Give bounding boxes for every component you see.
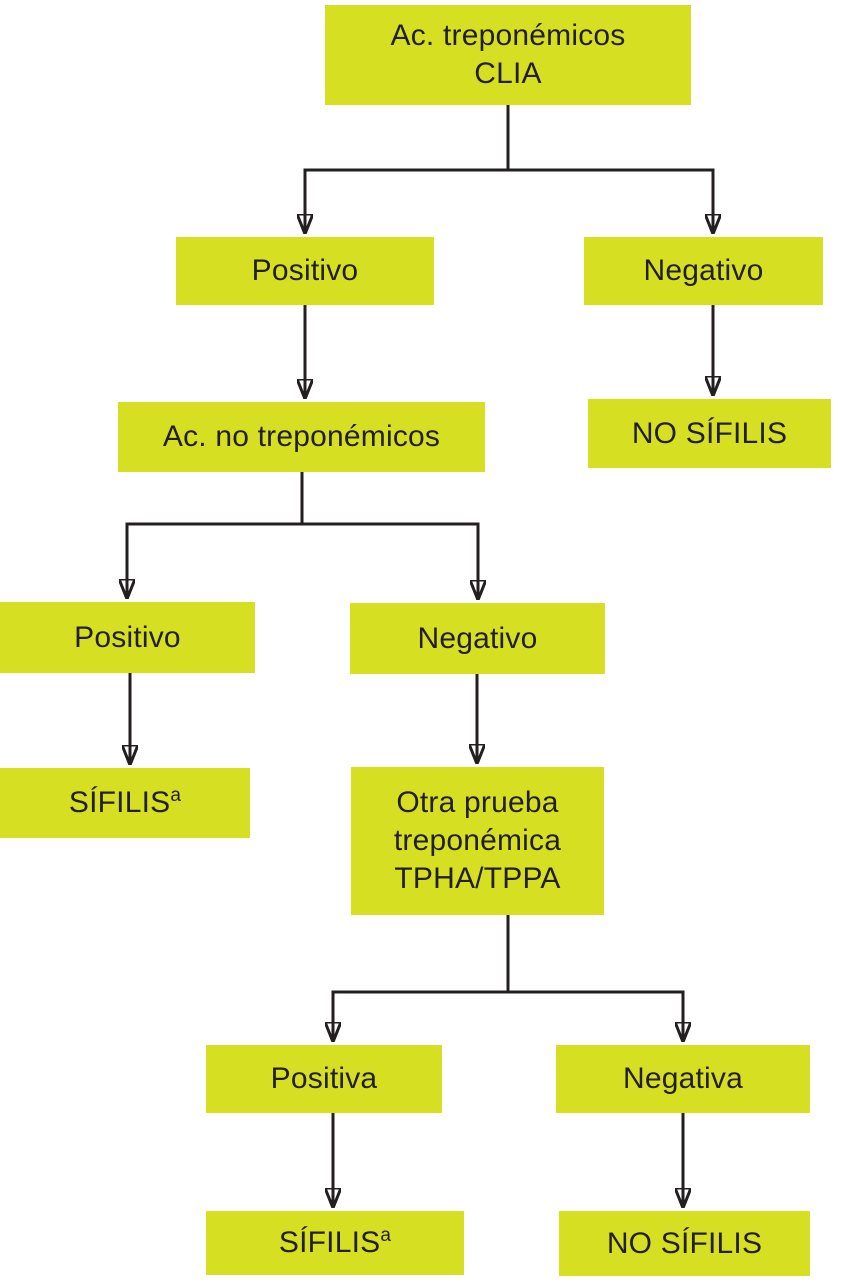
node-label-line1: Otra prueba [396, 786, 559, 819]
edge-ac-no-treponemicos-to-negativo2 [302, 522, 478, 599]
node-positiva: Positiva [206, 1045, 442, 1113]
node-label-line1: Ac. treponémicos [390, 19, 626, 52]
node-label: SÍFILISa [68, 785, 182, 819]
node-label: Positiva [270, 1062, 378, 1095]
edge-otra-prueba-to-positiva [333, 990, 508, 1041]
node-no-sifilis-2: NO SÍFILIS [559, 1211, 810, 1276]
node-sifilis-2: SÍFILISa [206, 1211, 464, 1275]
node-label-line3: TPHA/TPPA [394, 862, 561, 895]
edge-root-to-positivo1 [305, 168, 508, 233]
node-label: Negativo [417, 621, 538, 655]
footnote-marker: a [380, 1225, 392, 1246]
edge-otra-prueba-to-negativa [508, 990, 683, 1041]
node-ac-no-treponemicos: Ac. no treponémicos [118, 402, 485, 472]
footnote-marker: a [170, 785, 182, 806]
edge-ac-no-treponemicos-to-positivo2 [127, 522, 302, 598]
node-label: NO SÍFILIS [606, 1226, 763, 1260]
node-label: Positivo [74, 620, 181, 654]
node-positivo-1: Positivo [176, 237, 434, 305]
node-label: Ac. no treponémicos [162, 420, 441, 453]
node-label: Negativo [643, 254, 764, 287]
node-otra-prueba-treponemica: Otra prueba treponémica TPHA/TPPA [351, 767, 604, 915]
node-label-line2: CLIA [474, 57, 542, 90]
node-label-line2: treponémica [393, 824, 562, 857]
node-label: Negativa [622, 1062, 743, 1095]
node-negativo-1: Negativo [584, 237, 823, 305]
node-label: Positivo [251, 254, 359, 287]
node-positivo-2: Positivo [0, 602, 255, 673]
node-ac-treponemicos-clia: Ac. treponémicos CLIA [325, 5, 691, 105]
edge-root-to-negativo1 [508, 168, 713, 233]
node-negativa: Negativa [556, 1045, 810, 1113]
node-label: SÍFILISa [278, 1225, 392, 1259]
node-sifilis-1: SÍFILISa [0, 768, 250, 838]
node-no-sifilis-1: NO SÍFILIS [588, 399, 831, 468]
node-label: NO SÍFILIS [631, 416, 788, 450]
node-negativo-2: Negativo [350, 603, 605, 674]
